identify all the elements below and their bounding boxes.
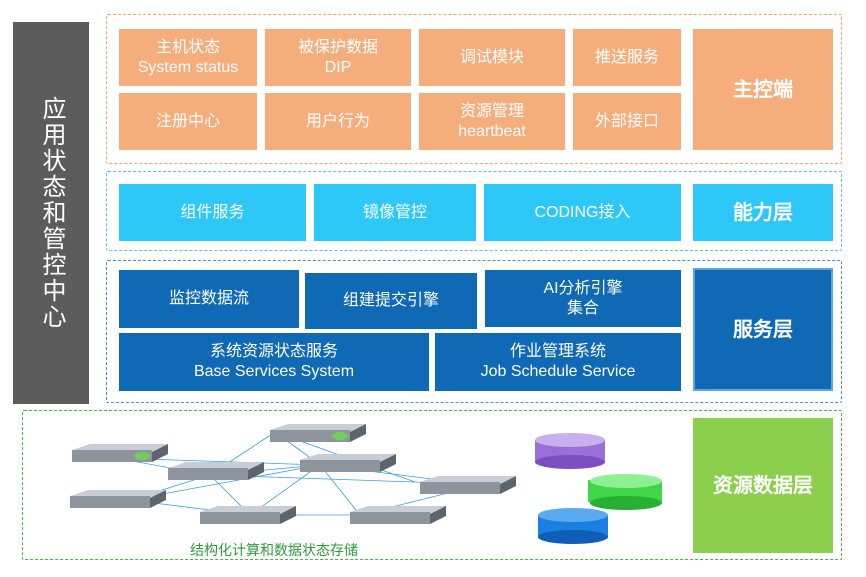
master-item-resource-mgmt: 资源管理 heartbeat (419, 93, 565, 150)
ability-layer-label-text: 能力层 (733, 201, 793, 224)
service-item-line1: AI分析引擎 (543, 279, 623, 297)
service-layer-label-text: 服务层 (733, 318, 793, 341)
service-layer-frame (106, 260, 842, 403)
master-item-line1: 资源管理 (459, 102, 524, 120)
service-item-ai-engine: AI分析引擎 集合 (485, 270, 681, 327)
server-icon (72, 444, 168, 462)
ability-item-text: CODING接入 (534, 203, 631, 221)
master-layer-label: 主控端 (693, 29, 833, 150)
master-item-debug-module: 调试模块 (419, 29, 565, 86)
database-icon (535, 433, 605, 469)
service-item-submit-engine: 组建提交引擎 (305, 273, 477, 329)
server-icon (200, 506, 296, 524)
master-item-line1: 被保护数据 (297, 38, 378, 56)
master-item-line2: DIP (324, 58, 352, 76)
master-item-user-behavior: 用户行为 (265, 93, 411, 150)
service-item-job-schedule: 作业管理系统 Job Schedule Service (435, 333, 681, 391)
service-layer-label: 服务层 (693, 268, 833, 391)
service-item-line2: Base Services System (193, 363, 355, 380)
server-icon (300, 454, 396, 472)
resource-layer-label: 资源数据层 (693, 418, 833, 553)
service-item-line1: 组建提交引擎 (342, 292, 439, 309)
ability-layer-label: 能力层 (693, 184, 833, 241)
service-item-line1: 系统资源状态服务 (209, 343, 338, 360)
ability-layer-frame (106, 171, 842, 251)
service-item-monitor-stream: 监控数据流 (119, 270, 299, 328)
master-item-line1: 外部接口 (594, 112, 659, 130)
server-icon (420, 476, 516, 494)
side-panel: 应用状态和管控中心 (13, 22, 89, 404)
server-icon (350, 506, 446, 524)
side-panel-title: 应用状态和管控中心 (38, 96, 65, 330)
server-icon (70, 490, 166, 508)
server-icons (70, 424, 516, 524)
resource-caption: 结构化计算和数据状态存储 (190, 542, 358, 558)
service-item-base-services: 系统资源状态服务 Base Services System (119, 333, 429, 391)
master-item-line1: 推送服务 (594, 48, 659, 66)
server-icon (270, 424, 366, 442)
ability-item-text: 组件服务 (180, 203, 245, 221)
ability-item-image-control: 镜像管控 (314, 184, 476, 241)
ability-item-component: 组件服务 (119, 184, 306, 241)
master-item-external-api: 外部接口 (573, 93, 681, 150)
master-item-host-status: 主机状态 System status (119, 29, 257, 86)
master-item-push-service: 推送服务 (573, 29, 681, 86)
service-item-line2: 集合 (566, 299, 599, 317)
master-item-line1: 用户行为 (305, 112, 370, 130)
service-item-line2: Job Schedule Service (480, 363, 636, 380)
master-item-line1: 注册中心 (155, 112, 220, 130)
master-item-line2: System status (137, 58, 239, 76)
server-icon (168, 462, 264, 480)
database-icon (590, 474, 662, 510)
ability-item-text: 镜像管控 (362, 203, 427, 221)
master-item-line1: 主机状态 (155, 38, 220, 56)
resource-layer-frame (22, 410, 842, 560)
resource-layer-label-text: 资源数据层 (713, 474, 813, 497)
master-item-line2: heartbeat (458, 122, 526, 140)
master-layer-label-text: 主控端 (733, 78, 793, 101)
ability-item-coding: CODING接入 (484, 184, 681, 241)
master-item-line1: 调试模块 (459, 48, 524, 66)
master-layer-frame (106, 14, 842, 164)
service-item-line1: 监控数据流 (168, 290, 249, 307)
service-item-line1: 作业管理系统 (509, 343, 606, 360)
database-icon (538, 508, 608, 544)
master-item-protected-data: 被保护数据 DIP (265, 29, 411, 86)
server-network-illustration (70, 424, 516, 524)
master-item-registry: 注册中心 (119, 93, 257, 150)
